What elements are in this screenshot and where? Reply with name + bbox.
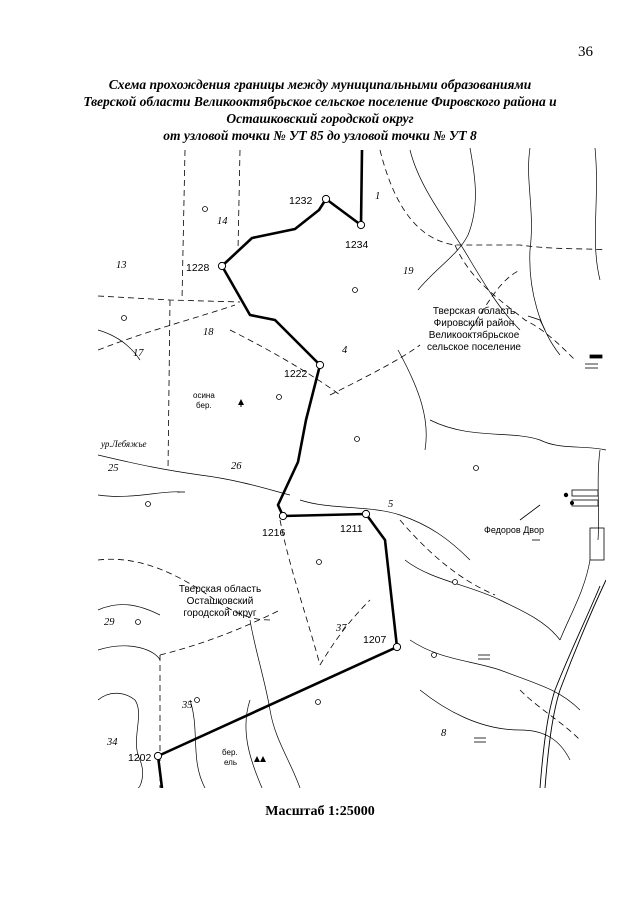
region-south-line-3: городской округ — [183, 608, 257, 619]
label-lebyazhye: ур.Лебяжье — [100, 439, 147, 449]
parcel-1: 1 — [375, 191, 380, 202]
village-fedorov-dvor — [519, 315, 605, 561]
title-line-4: от узловой точки № УТ 85 до узловой точк… — [163, 128, 477, 143]
vertex-1232 — [321, 194, 331, 204]
label-forest1-a: осина — [193, 391, 215, 400]
parcel-8: 8 — [441, 728, 447, 739]
label-1202: 1202 — [128, 752, 152, 764]
hatch-marks — [177, 363, 598, 743]
region-south-line-1: Тверская область — [179, 583, 261, 595]
title-line-3: Осташковский городской округ — [226, 111, 414, 126]
region-north-line-3: Великооктябрьское — [429, 329, 520, 341]
region-north-line-2: Фировский район — [434, 318, 515, 329]
map-title: Схема прохождения границы между муниципа… — [60, 76, 580, 144]
label-forest2-a: бер. — [222, 748, 238, 757]
label-1216: 1216 — [262, 527, 286, 539]
parcel-17: 17 — [133, 348, 144, 359]
vertex-1222 — [315, 360, 325, 370]
parcel-13: 13 — [116, 260, 127, 271]
parcel-19: 19 — [403, 266, 414, 277]
vertex-1202 — [153, 751, 163, 761]
parcel-14: 14 — [217, 216, 228, 227]
parcel-18: 18 — [203, 327, 214, 338]
scale-label: Масштаб 1:25000 — [265, 804, 375, 819]
vertex-1228 — [217, 261, 227, 271]
region-north-label: Тверская область Фировский район Великоо… — [427, 305, 521, 353]
parcel-35: 35 — [181, 700, 193, 711]
label-1228: 1228 — [186, 262, 210, 274]
title-line-1: Схема прохождения границы между муниципа… — [108, 77, 532, 92]
forest-symbols — [238, 399, 266, 762]
label-forest1-b: бер. — [196, 401, 212, 410]
label-1232: 1232 — [289, 195, 313, 207]
region-north-line-1: Тверская область — [433, 305, 515, 317]
vertex-labels: 1232 1234 1228 1222 1216 1211 1207 1202 — [128, 195, 387, 764]
landmarks — [121, 206, 479, 705]
vertex-1234 — [356, 220, 366, 230]
parcel-37: 37 — [335, 623, 347, 634]
quarter-lines — [98, 149, 606, 788]
title-line-2: Тверской области Великооктябрьское сельс… — [83, 94, 557, 109]
boundary-vertices — [153, 194, 402, 761]
vertex-1207 — [392, 642, 402, 652]
region-north-line-4: сельское поселение — [427, 342, 521, 353]
label-forest2-b: ель — [224, 758, 237, 767]
parcel-26: 26 — [231, 461, 242, 472]
place-labels: ур.Лебяжье Федоров Двор осина бер. бер. … — [100, 391, 544, 767]
parcel-4: 4 — [342, 345, 348, 356]
region-south-line-2: Осташковский — [187, 596, 254, 607]
parcel-29: 29 — [104, 617, 115, 628]
label-1234: 1234 — [345, 239, 369, 251]
road — [539, 579, 606, 788]
parcel-25: 25 — [108, 463, 119, 474]
label-1207: 1207 — [363, 634, 387, 646]
parcel-5: 5 — [388, 499, 393, 510]
vertex-1216 — [278, 511, 288, 521]
parcel-34: 34 — [106, 737, 118, 748]
parcel-numbers: 1 14 13 19 18 17 4 25 26 5 29 37 35 34 8 — [104, 191, 447, 748]
label-1211: 1211 — [340, 523, 363, 535]
page-number: 36 — [578, 44, 593, 60]
region-south-label: Тверская область Осташковский городской … — [179, 583, 261, 619]
label-fedorov-dvor: Федоров Двор — [484, 525, 544, 535]
label-1222: 1222 — [284, 368, 308, 380]
vertex-1211 — [361, 509, 371, 519]
